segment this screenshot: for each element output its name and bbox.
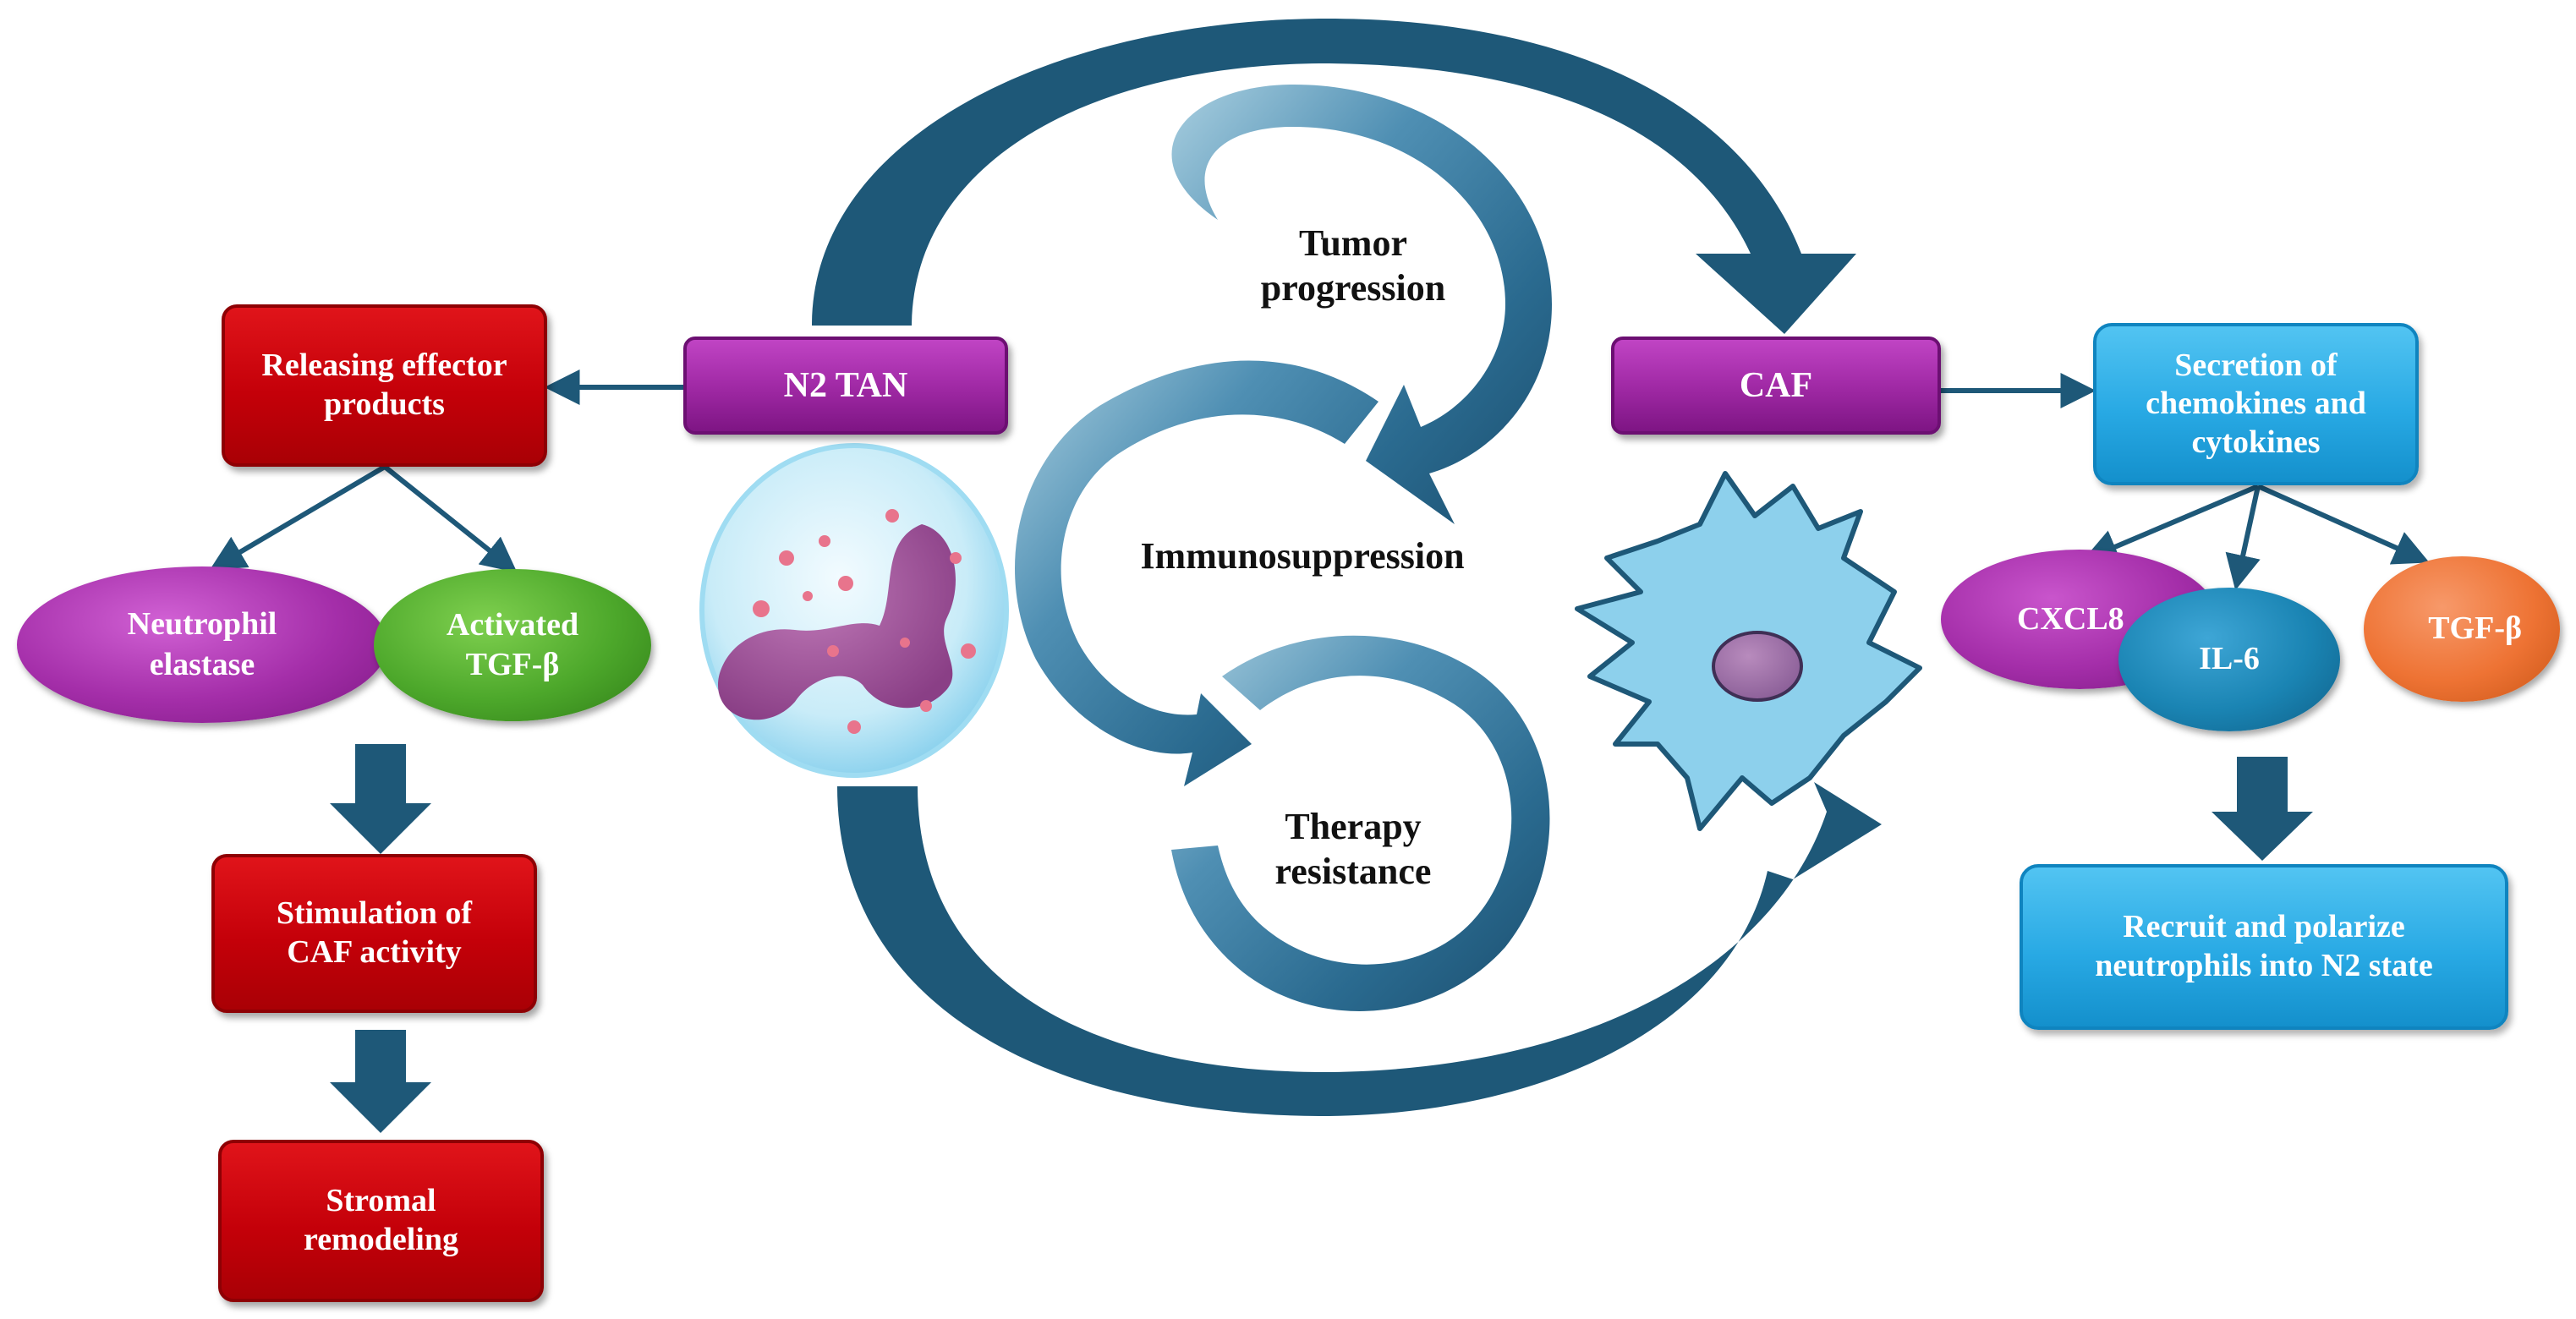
releasing-effector-products-box: Releasing effector products: [222, 304, 547, 467]
stromal-remodeling-box: Stromal remodeling: [218, 1140, 544, 1302]
outer-cycle-arrow-top: [812, 18, 1856, 334]
outer-cycle-arrow-bottom: [837, 782, 1882, 1116]
arrow-secretion-to-tgfb: [2256, 484, 2430, 565]
neutrophil-elastase-ellipse: Neutrophil elastase: [17, 566, 387, 723]
activated-tgf-beta-ellipse: Activated TGF-β: [374, 569, 651, 721]
cycle-ring-arrow-middle: [1015, 360, 1378, 786]
tgf-beta-ellipse: TGF-β: [2364, 556, 2560, 702]
block-arrow-right: [2212, 757, 2313, 861]
caf-box: CAF: [1611, 337, 1941, 435]
recruit-and-polarize-box: Recruit and polarize neutrophils into N2…: [2020, 864, 2508, 1030]
block-arrow-left-1: [330, 744, 431, 854]
arrow-secretion-to-il6: [2225, 485, 2261, 591]
secretion-box: Secretion of chemokines and cytokines: [2093, 323, 2419, 485]
il-6-ellipse: IL-6: [2118, 588, 2340, 731]
arrow-releasing-to-tgfb: [383, 464, 518, 573]
label-immunosuppression: Immunosuppression: [1140, 535, 1465, 577]
block-arrow-left-2: [330, 1030, 431, 1133]
cycle-ring-arrow-top: [1171, 85, 1552, 524]
neutrophil-cell-icon: [699, 443, 1009, 778]
arrow-releasing-to-elastase: [209, 464, 386, 571]
arrow-secretion-to-cxcl8: [2082, 484, 2260, 564]
label-tumor-progression: Tumor progression: [1260, 222, 1446, 309]
stimulation-of-caf-activity-box: Stimulation of CAF activity: [211, 854, 537, 1013]
n2-tan-box: N2 TAN: [683, 337, 1008, 435]
caf-cell-icon: [1575, 471, 1922, 831]
label-therapy-resistance: Therapy resistance: [1274, 806, 1432, 892]
